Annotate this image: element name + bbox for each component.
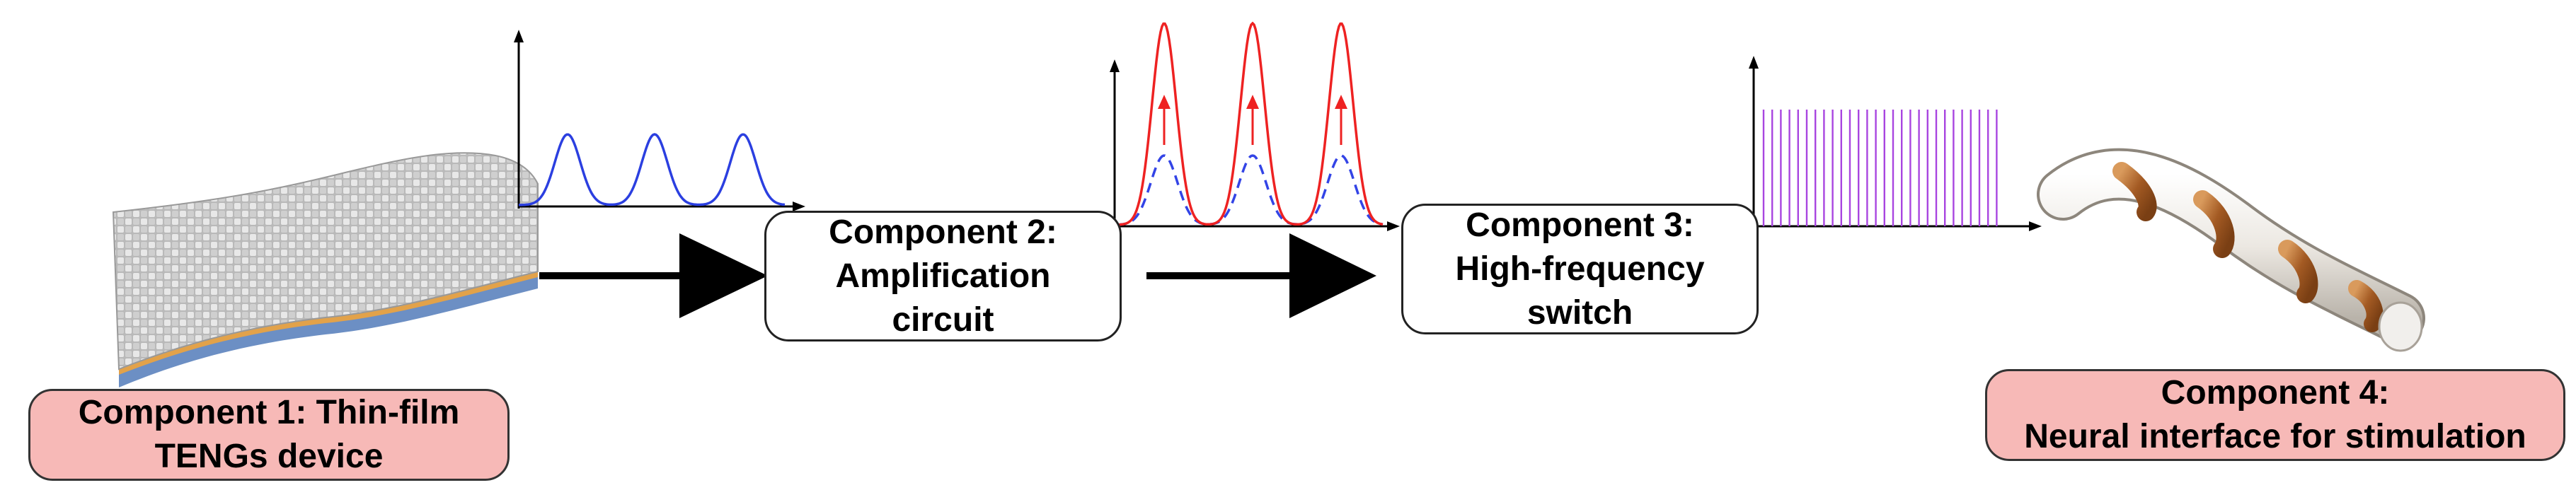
arrow-2 bbox=[1146, 233, 1376, 318]
component-1-line-2: TENGs device bbox=[154, 438, 384, 475]
neural-interface-image bbox=[2037, 148, 2425, 352]
amplification-arrows bbox=[1158, 95, 1347, 145]
component-4-line-2: Neural interface for stimulation bbox=[2024, 418, 2526, 455]
amplification-arrowhead-1 bbox=[1158, 95, 1171, 109]
component-2-line-3: circuit bbox=[892, 300, 994, 339]
component-3-line-3: switch bbox=[1526, 293, 1633, 332]
plot3-x-arrow bbox=[2029, 221, 2042, 231]
component-2-box: Component 2: Amplification circuit bbox=[764, 211, 1122, 342]
component-4-line-1: Component 4: bbox=[2161, 374, 2390, 411]
switched-signal-plot bbox=[1749, 56, 2042, 231]
component-4-label: Component 4: Neural interface for stimul… bbox=[1985, 369, 2565, 461]
interface-end-cap bbox=[2378, 301, 2423, 352]
teng-output-plot bbox=[514, 30, 805, 211]
teng-device-image bbox=[112, 152, 539, 387]
amplification-arrowhead-3 bbox=[1335, 95, 1347, 109]
component-1-line-1: Component 1: Thin-film bbox=[78, 394, 460, 431]
component-3-box: Component 3: High-frequency switch bbox=[1401, 204, 1759, 334]
original-signal-dashed bbox=[1116, 154, 1384, 226]
pulse-train bbox=[1762, 110, 1998, 226]
component-2-line-1: Component 2: bbox=[829, 213, 1057, 251]
component-1-label: Component 1: Thin-film TENGs device bbox=[28, 389, 510, 481]
arrow-1 bbox=[539, 233, 768, 318]
component-3-line-2: High-frequency bbox=[1455, 250, 1705, 288]
plot1-y-arrow bbox=[514, 30, 524, 42]
component-3-line-1: Component 3: bbox=[1466, 206, 1694, 244]
plot3-y-arrow bbox=[1749, 56, 1759, 69]
plot2-y-arrow bbox=[1110, 59, 1120, 72]
teng-output-signal bbox=[519, 133, 786, 206]
amplification-arrowhead-2 bbox=[1246, 95, 1259, 109]
component-2-line-2: Amplification bbox=[835, 257, 1051, 295]
plot1-x-arrow bbox=[793, 202, 805, 211]
plot2-x-arrow bbox=[1387, 221, 1400, 231]
amplified-signal-plot bbox=[1110, 21, 1400, 231]
amplified-signal bbox=[1116, 21, 1384, 226]
